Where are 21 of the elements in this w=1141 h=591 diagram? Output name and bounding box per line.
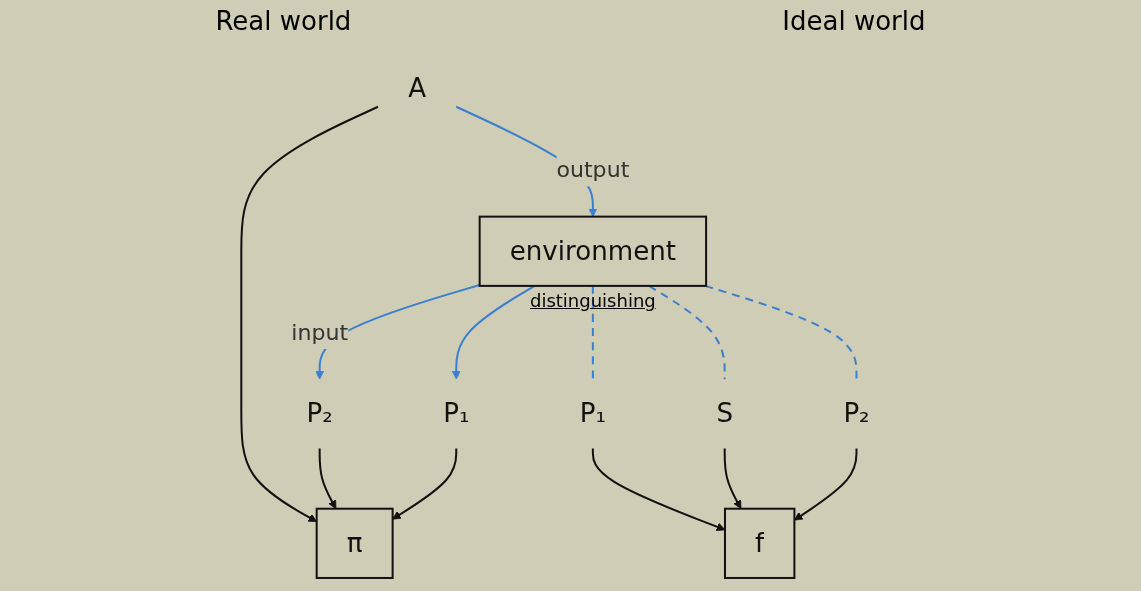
node-box: environment — [478, 215, 708, 287]
node-box: f — [723, 507, 796, 579]
edge-label: input — [291, 320, 349, 346]
node-text: P₂ — [843, 398, 870, 429]
node-text: P₁ — [443, 398, 470, 429]
arrow — [794, 448, 858, 521]
connector — [591, 285, 594, 380]
connector — [648, 285, 726, 380]
arrow — [451, 285, 536, 380]
node-text: P₁ — [579, 398, 606, 429]
node-caption: distinguishing — [530, 289, 656, 311]
node-text: S — [716, 398, 733, 429]
node-text: P₂ — [306, 398, 333, 429]
heading-text: Ideal world — [782, 6, 926, 36]
node-box: π — [315, 507, 394, 579]
arrow — [392, 448, 458, 520]
arrow — [240, 105, 379, 523]
heading-text: Real world — [215, 6, 352, 36]
node-text: A — [408, 73, 427, 104]
connector — [704, 284, 858, 380]
edge-label: output — [556, 157, 630, 183]
